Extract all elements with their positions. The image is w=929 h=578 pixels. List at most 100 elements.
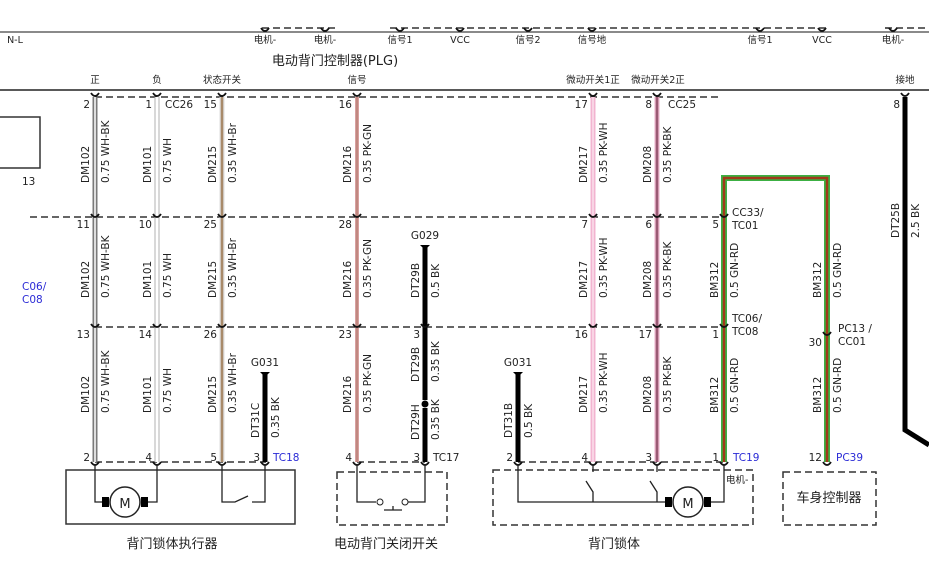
door-lock-pin-label: 电机- [726,474,748,486]
pin-number: 15 [204,99,217,111]
wire-id-label: DM101 [142,146,154,183]
pin-number: 11 [77,219,90,231]
lock-actuator-label: 背门锁体执行器 [126,536,217,552]
pin-number: 12 [809,452,822,464]
ground-icon [513,372,523,377]
motor-terminal [141,497,148,507]
pin-number: 3 [253,452,260,464]
pin-number: 5 [712,219,719,231]
pin-terminal-icon [352,213,362,218]
controller-pin-label: 状态开关 [203,74,242,86]
pin-number: 7 [581,219,588,231]
connector-id: TC19 [732,452,760,464]
wire-spec-label: 0.35 PK-BK [662,126,674,183]
pin-number: 17 [575,99,588,111]
lock-actuator-box [65,469,296,525]
pin-terminal-icon [523,27,533,32]
pin-terminal-icon [152,323,162,328]
pin-terminal-icon [652,213,662,218]
wire-spec-label: 0.35 WH-Br [227,237,239,298]
wire-id-label: DT25B [890,203,902,238]
pin-terminal-icon [652,323,662,328]
pin-number: 8 [893,99,900,111]
switch-contact [401,498,409,506]
pin-number: 3 [645,452,652,464]
wire-id-label: DM101 [142,261,154,298]
pin-number: 5 [210,452,217,464]
pin-number: 3 [413,329,420,341]
pin-terminal-icon [420,323,430,328]
wire-spec-label: 0.5 BK [523,403,535,438]
wire-spec-label: 0.75 WH-BK [100,119,112,183]
pin-terminal-icon [90,323,100,328]
wire-id-label: BM312 [812,377,824,413]
connector-id: CC25 [668,99,696,111]
pin-number: 2 [83,452,90,464]
ground-label: G031 [251,357,279,369]
pin-number: 14 [139,329,153,341]
wire-id-label: DT29B [410,263,422,298]
wire-id-label: DM217 [578,376,590,413]
pin-number: 10 [139,219,152,231]
wire-id-label: DM102 [80,146,92,183]
pin-number: 2 [506,452,513,464]
pin-number: 13 [77,329,90,341]
wire-spec-label: 0.75 WH-BK [100,349,112,413]
pin-terminal-icon [588,323,598,328]
connector-id: TC18 [272,452,300,464]
pin-terminal-icon [217,323,227,328]
wire-spec-label: 0.5 GN-RD [832,243,844,298]
pin-terminal-icon [395,27,405,32]
push-switch-icon [356,464,426,511]
door-lock-label: 背门锁体 [588,536,640,552]
pin-terminal-icon [588,213,598,218]
top-pin-label: 电机- [882,34,904,46]
pin-terminal-icon [352,323,362,328]
connector-id: TC08 [731,326,759,338]
wire [902,97,929,448]
pin-number: 4 [345,452,352,464]
top-pin-label: 信号地 [578,34,607,46]
pin-terminal-icon [719,213,729,218]
motor-symbol: M [682,497,693,512]
pin-terminal-icon [817,27,827,32]
wire-spec-label: 0.5 GN-RD [729,243,741,298]
pin-number: 28 [339,219,352,231]
controller-pin-label: 微动开关2正 [631,74,685,86]
wire-spec-label: 0.5 GN-RD [832,358,844,413]
pin-number: 25 [204,219,217,231]
pin-number: 30 [809,337,822,349]
wire-spec-label: 0.75 WH [162,253,174,298]
wire-id-label: DM217 [578,261,590,298]
wire-id-label: DM216 [342,145,354,183]
pin-number: 16 [339,99,353,111]
pin-terminal-icon [352,92,362,97]
top-pin-label: 信号2 [515,34,540,46]
motor-terminal [665,497,672,507]
top-pin-label: 电机- [314,34,336,46]
motor-terminal [704,497,711,507]
pin-number: 1 [145,99,152,111]
switch-icon [221,464,266,503]
wire-id-label: DM208 [642,146,654,183]
pin-terminal-icon [455,27,465,32]
top-pin-label: 电机- [254,34,276,46]
controller-pin-label: 接地 [895,74,915,86]
wire-id-label: DT29H [410,404,422,440]
motor-terminal [102,497,109,507]
wire-spec-label: 0.35 PK-WH [598,238,610,298]
pin-number: 23 [339,329,352,341]
internal-wire [94,464,158,503]
top-pin-label: VCC [812,35,832,46]
wire-spec-label: 0.35 PK-GN [362,239,374,298]
wire-spec-label: 0.35 PK-WH [598,353,610,413]
pin-terminal-icon [588,92,598,97]
controller-pin-label: 负 [152,74,162,86]
connector-id: TC06/ [731,313,762,325]
wire-spec-label: 0.35 BK [270,396,282,438]
pin-terminal-icon [217,213,227,218]
wire-id-label: DM215 [207,261,219,298]
pin-terminal-icon [755,27,765,32]
controller-pin-label: 信号 [347,74,366,86]
wire-id-label: DM208 [642,376,654,413]
